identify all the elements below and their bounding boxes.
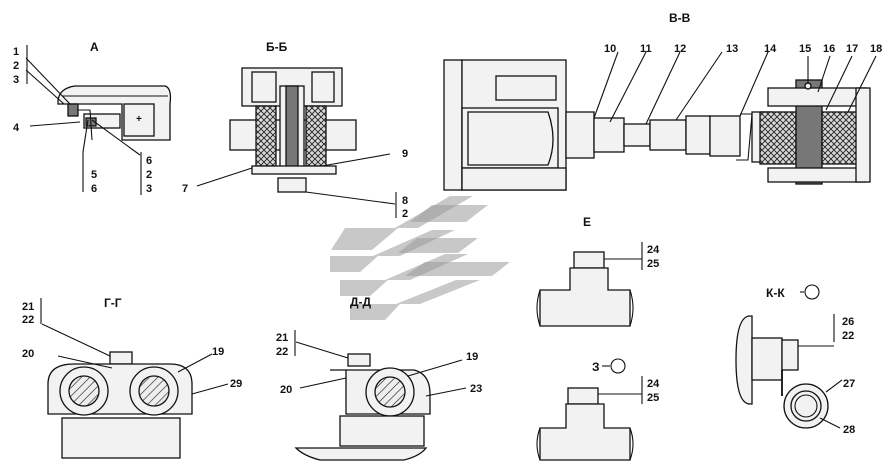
callout-a-6a: 6	[91, 183, 97, 195]
callout-dd-22: 22	[276, 346, 288, 358]
callout-vv-10: 10	[604, 43, 616, 55]
callout-kk-28: 28	[843, 424, 855, 436]
callout-gg-19: 19	[212, 346, 224, 358]
callout-kk-27: 27	[843, 378, 855, 390]
callout-kk-26: 26	[842, 316, 854, 328]
view-dd: Д-Д 21 22 20 19 23	[276, 295, 482, 461]
callout-kk-22: 22	[842, 330, 854, 342]
callout-a-5: 5	[91, 169, 97, 181]
callout-vv-12: 12	[674, 43, 686, 55]
view-e-title: Е	[583, 215, 591, 229]
view-bb: Б-Б 7 9 8 2	[182, 40, 408, 220]
callout-z-25: 25	[647, 392, 659, 404]
callout-bb-8: 8	[402, 195, 408, 207]
callout-bb-7: 7	[182, 183, 188, 195]
callout-vv-17: 17	[846, 43, 858, 55]
callout-vv-14: 14	[764, 43, 777, 55]
view-z-title: З	[592, 360, 600, 374]
callout-a-3: 3	[13, 74, 19, 86]
watermark-logo	[330, 196, 510, 320]
callout-a-6b: 6	[146, 155, 152, 167]
callout-dd-19: 19	[466, 351, 478, 363]
callout-vv-13: 13	[726, 43, 738, 55]
callout-vv-11: 11	[640, 43, 652, 55]
view-dd-title: Д-Д	[350, 295, 372, 309]
callout-e-24: 24	[647, 244, 660, 256]
callout-bb-9: 9	[402, 148, 408, 160]
callout-vv-15: 15	[799, 43, 811, 55]
view-gg-title: Г-Г	[104, 296, 122, 310]
callout-vv-18: 18	[870, 43, 882, 55]
view-vv-title: В-В	[669, 11, 691, 25]
callout-gg-20: 20	[22, 348, 34, 360]
view-bb-title: Б-Б	[266, 40, 288, 54]
view-gg: Г-Г 21 22 20 19 29	[22, 296, 242, 459]
callout-dd-23: 23	[470, 383, 482, 395]
callout-dd-21: 21	[276, 332, 288, 344]
view-z: З 24 25	[536, 358, 660, 461]
view-kk-title: К-К	[766, 286, 785, 300]
view-a-title: А	[90, 40, 99, 54]
view-a: А + 1 2 3 4 5 6 6 2 3	[13, 40, 172, 195]
svg-text:+: +	[136, 114, 142, 125]
callout-bb-2: 2	[402, 208, 408, 220]
view-kk: К-К 26 22 27 28	[735, 284, 855, 436]
callout-a-2b: 2	[146, 169, 152, 181]
callout-vv-16: 16	[823, 43, 835, 55]
callout-dd-20: 20	[280, 384, 292, 396]
callout-e-25: 25	[647, 258, 659, 270]
callout-a-1: 1	[13, 46, 19, 58]
callout-a-2: 2	[13, 60, 19, 72]
callout-z-24: 24	[647, 378, 660, 390]
callout-gg-29: 29	[230, 378, 242, 390]
callout-gg-22: 22	[22, 314, 34, 326]
view-vv: В-В 10 11 12 13 14 15	[443, 11, 882, 191]
callout-a-4: 4	[13, 122, 20, 134]
view-e: Е 24 25	[536, 215, 660, 327]
callout-a-3b: 3	[146, 183, 152, 195]
callout-gg-21: 21	[22, 301, 34, 313]
